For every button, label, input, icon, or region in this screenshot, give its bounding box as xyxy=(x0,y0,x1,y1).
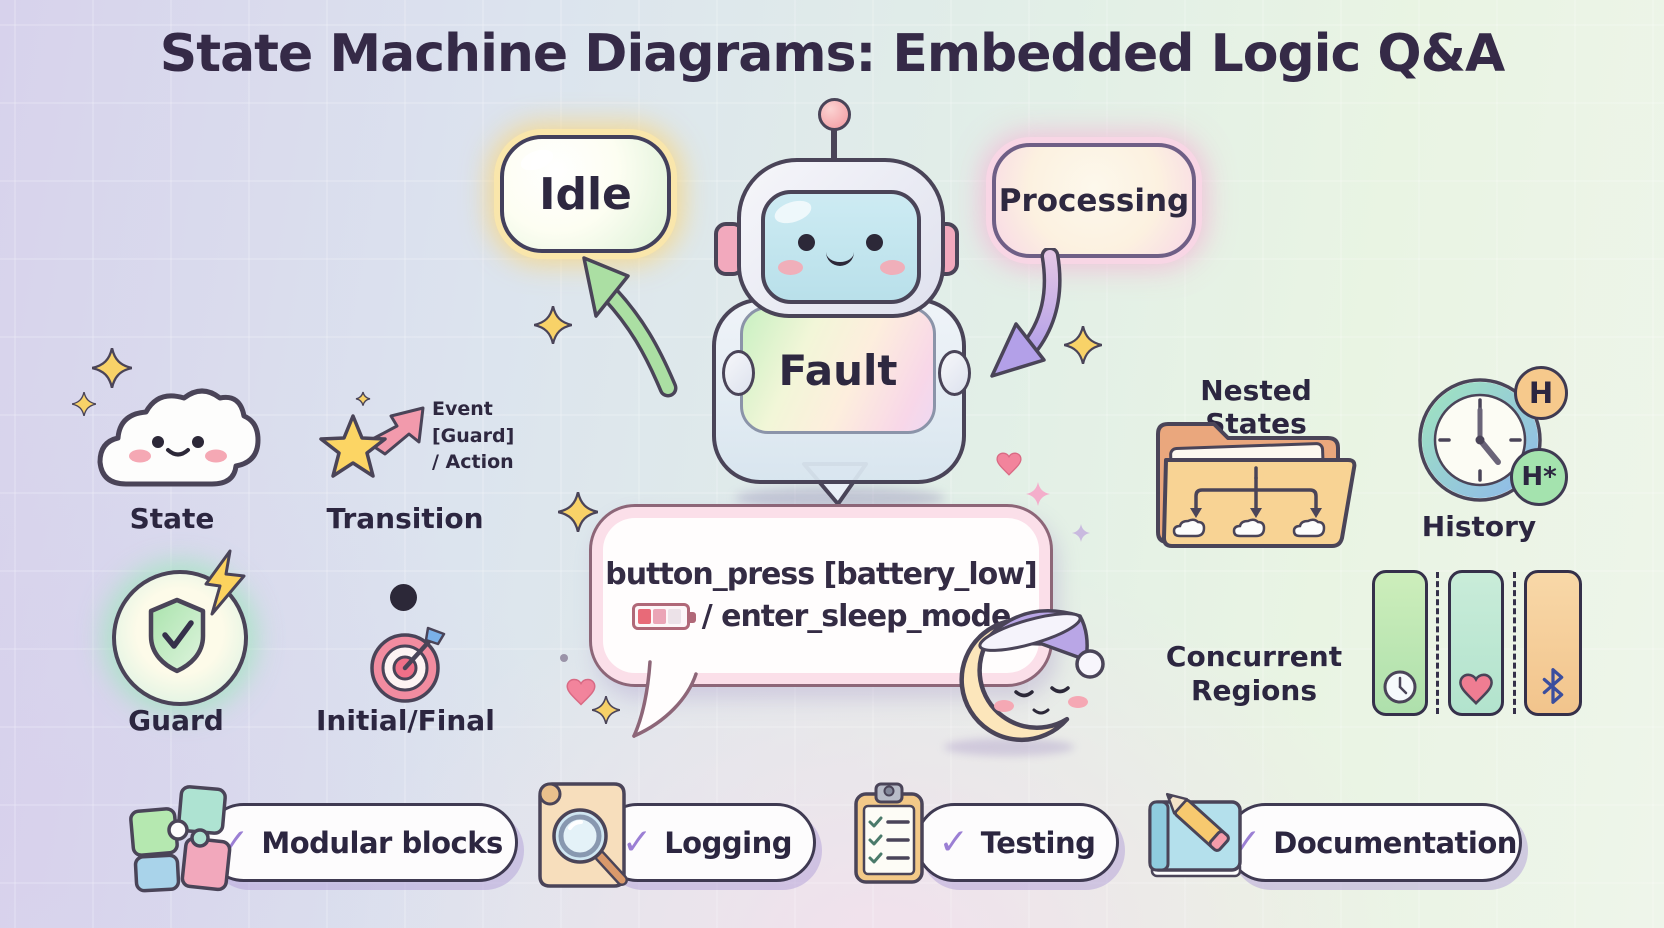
sparkle-icon xyxy=(1026,482,1050,506)
sleeping-moon-icon xyxy=(959,609,1105,743)
sparkle-icon xyxy=(92,348,132,388)
scroll-magnifier-icon xyxy=(538,782,628,888)
robot-eye-right xyxy=(866,234,883,251)
puzzle-icon xyxy=(129,785,232,893)
concurrent-region-timer xyxy=(1372,570,1428,716)
benefit-pill-logging: ✓ Logging xyxy=(598,803,816,882)
check-icon: ✓ xyxy=(938,822,969,863)
transition-event-text: Event xyxy=(432,398,493,420)
state-fault-label: Fault xyxy=(778,345,898,395)
robot-hand-right xyxy=(938,350,971,396)
sparkle-icon xyxy=(1072,524,1090,542)
robot-antenna-ball xyxy=(818,98,851,131)
battery-segment xyxy=(667,609,681,624)
history-shallow-text: H xyxy=(1528,376,1554,410)
benefit-pill-modular-blocks: ✓ Modular blocks xyxy=(204,803,518,882)
concurrent-regions-label-line2: Regions xyxy=(1190,674,1318,707)
mini-heart-icon xyxy=(1459,673,1493,705)
robot-cheek-right xyxy=(880,260,905,275)
benefit-label: Logging xyxy=(664,825,792,860)
heart-icon xyxy=(566,678,596,706)
nested-states-folder-icon xyxy=(1156,422,1357,548)
moon-shadow xyxy=(944,738,1074,756)
state-idle-bubble: Idle xyxy=(500,135,671,253)
nested-states-label: Nested States xyxy=(1200,374,1312,440)
sparkle-icon xyxy=(1064,326,1102,364)
legend-guard-label: Guard xyxy=(128,704,224,737)
concurrent-regions-label-line1: Concurrent xyxy=(1165,640,1343,673)
robot-eye-left xyxy=(798,234,815,251)
bluetooth-icon xyxy=(1542,668,1564,704)
legend-state-label: State xyxy=(129,502,215,535)
lightning-icon xyxy=(204,549,246,616)
bubble-event-guard-text: button_press [battery_low] xyxy=(605,557,1037,592)
transition-action-text: / Action xyxy=(432,451,514,474)
history-shallow-badge: H xyxy=(1514,366,1568,420)
final-state-target-icon xyxy=(370,626,446,703)
book-pencil-icon xyxy=(1148,792,1242,878)
concurrent-region-bluetooth xyxy=(1524,570,1582,716)
sparkle-icon xyxy=(72,392,96,416)
benefit-pill-documentation: ✓ Documentation xyxy=(1226,803,1522,882)
page-title: State Machine Diagrams: Embedded Logic Q… xyxy=(159,24,1505,84)
history-deep-text: H* xyxy=(1521,462,1557,492)
initial-state-dot-icon xyxy=(390,584,417,611)
sparkle-icon xyxy=(534,306,572,344)
concurrent-region-health xyxy=(1448,570,1504,716)
region-divider xyxy=(1436,572,1439,714)
dot-decor xyxy=(560,654,568,662)
benefit-label: Testing xyxy=(980,825,1096,860)
shield-check-icon xyxy=(148,597,206,674)
sparkle-icon xyxy=(592,696,620,724)
history-deep-badge: H* xyxy=(1510,448,1568,506)
battery-segment xyxy=(652,609,666,624)
speech-bubble-tail xyxy=(632,660,698,738)
arrow-to-idle-icon xyxy=(582,256,678,398)
robot-belly-panel: Fault xyxy=(740,306,936,434)
benefit-pill-testing: ✓ Testing xyxy=(915,803,1119,882)
robot-smile xyxy=(826,248,854,266)
benefit-label: Modular blocks xyxy=(261,825,503,860)
arrow-from-processing-icon xyxy=(990,248,1062,378)
legend-initial-final-label: Initial/Final xyxy=(316,704,495,737)
history-label: History xyxy=(1421,510,1537,543)
state-processing-label: Processing xyxy=(998,182,1190,219)
battery-low-icon xyxy=(631,603,696,630)
region-divider xyxy=(1513,572,1516,714)
robot-hand-left xyxy=(722,350,755,396)
cloud-state-icon xyxy=(97,388,261,487)
battery-segment xyxy=(637,609,651,624)
state-processing-bubble: Processing xyxy=(992,143,1196,258)
sparkle-icon xyxy=(558,492,598,532)
robot-antenna xyxy=(831,118,837,162)
transition-star-arrow-icon xyxy=(319,391,425,478)
transition-annotation: Event [Guard] / Action xyxy=(432,396,527,476)
state-idle-label: Idle xyxy=(539,168,632,220)
heart-icon xyxy=(996,452,1022,476)
legend-transition-label: Transition xyxy=(326,502,484,535)
transition-guard-text: [Guard] xyxy=(432,424,515,447)
clipboard-checklist-icon xyxy=(854,782,924,884)
robot-cheek-left xyxy=(778,260,803,275)
mini-clock-icon xyxy=(1383,670,1417,704)
benefit-label: Documentation xyxy=(1273,825,1517,860)
